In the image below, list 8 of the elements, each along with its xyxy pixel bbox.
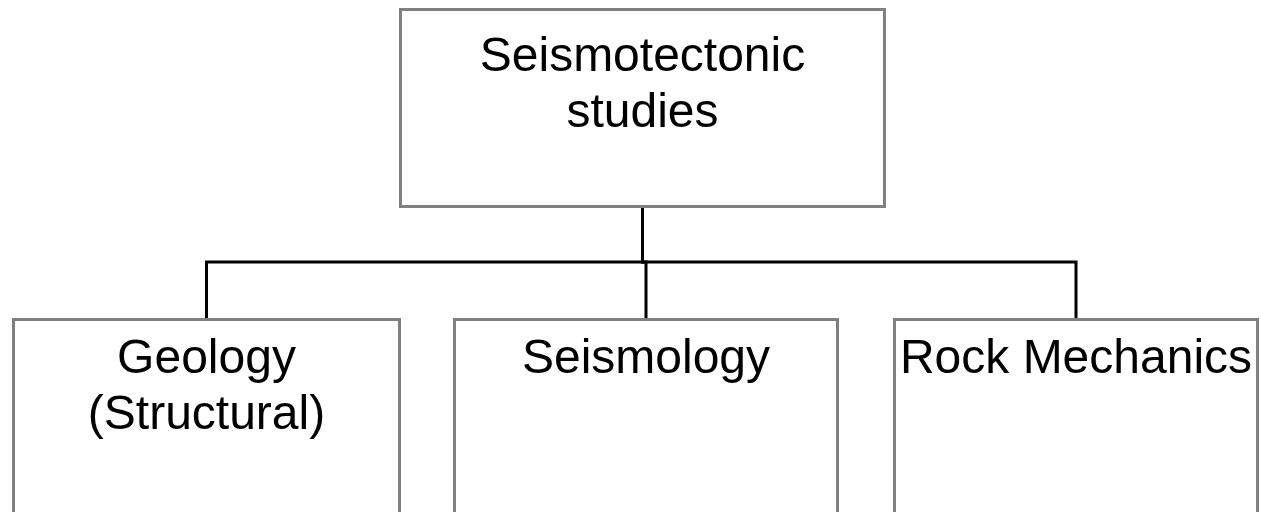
subcategory-box [453, 318, 839, 512]
box-label: Seismotectonic studies [478, 27, 807, 139]
box-label: Geology (Structural) [86, 329, 327, 441]
box-label: Rock Mechanics [899, 329, 1253, 385]
subcategory-box [893, 318, 1259, 512]
box-label: Seismology [521, 329, 771, 385]
subcategory-box [12, 318, 401, 512]
category-box [399, 8, 886, 208]
